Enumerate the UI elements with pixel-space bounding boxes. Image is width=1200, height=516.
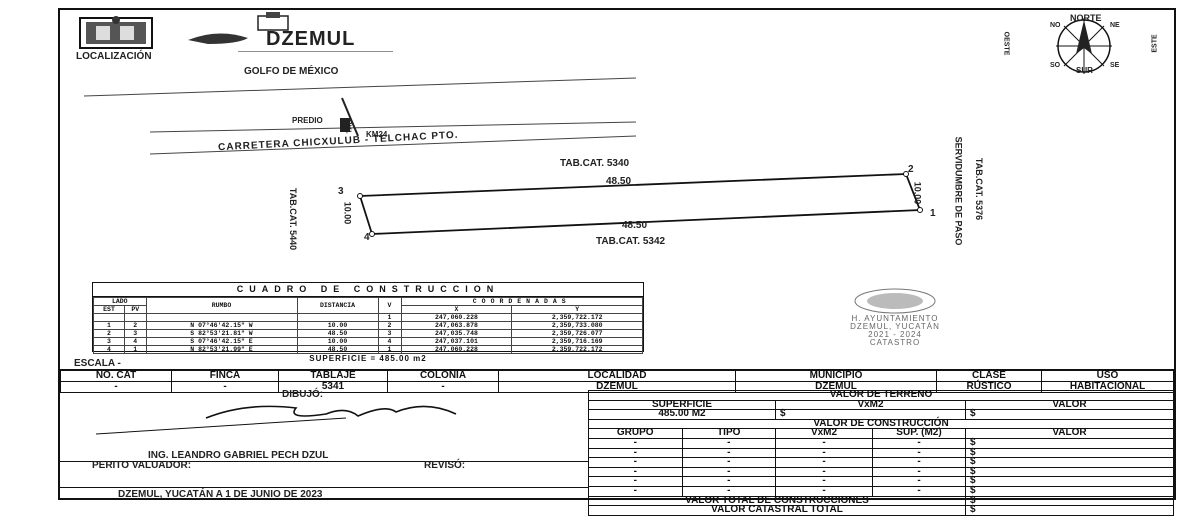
hdr-pv: PV — [124, 305, 147, 314]
north-neighbor: TAB.CAT. 5340 — [560, 158, 630, 169]
gulf-label: GOLFO DE MÉXICO — [244, 66, 339, 77]
signature-scribble — [96, 405, 457, 435]
info-strip: NO. CAT FINCA TABLAJE COLONIA LOCALIDAD … — [60, 370, 1174, 393]
west-neighbor: TAB.CAT. 5440 — [288, 187, 299, 251]
construction-table: CUADRO DE CONSTRUCCION LADO RUMBO DISTAN… — [92, 282, 644, 363]
table-row: 1 247,060.228 2,359,722.172 — [93, 313, 643, 322]
hdr-distancia: DISTANCIA — [296, 297, 379, 314]
vertex-1: 1 — [930, 208, 936, 219]
superficie-total: SUPERFICIE = 485.00 m2 — [309, 354, 427, 363]
bottom-length: 48.50 — [622, 220, 648, 231]
logo-text: DZEMUL — [266, 28, 356, 50]
table-row: ----$ — [588, 457, 1174, 468]
hdr-y: Y — [511, 305, 643, 314]
vertex-4: 4 — [364, 232, 370, 243]
table-row: ----$ — [588, 486, 1174, 497]
vertex-3: 3 — [338, 186, 344, 197]
seal-line4: CATASTRO — [869, 338, 921, 347]
dibujo-label: DIBUJÓ: — [282, 389, 324, 400]
table-row: ----$ — [588, 447, 1174, 459]
tab-label: TAB. — [346, 117, 354, 134]
compass-so: SO — [1050, 62, 1061, 69]
table-row: 1 2 N 07°46'42.15" W 10.00 2 247,063.878… — [93, 321, 643, 330]
municipal-coat-of-arms — [76, 14, 156, 50]
perito-label: PERITO VALUADOR: — [92, 460, 192, 471]
parcel-drawing — [357, 171, 923, 237]
divider — [60, 369, 1174, 370]
compass-se: SE — [1110, 62, 1120, 69]
table-row: 2 3 S 82°53'21.81" W 48.50 3 247,035.748… — [93, 329, 643, 338]
compass-east: ESTE — [1151, 34, 1159, 53]
construccion-title: VALOR DE CONSTRUCCIÓN — [588, 418, 1174, 430]
compass-no: NO — [1050, 22, 1061, 29]
south-neighbor: TAB.CAT. 5342 — [596, 236, 666, 247]
date-label: DZEMUL, YUCATÁN A 1 DE JUNIO DE 2023 — [118, 489, 323, 500]
table-row: ----$ — [588, 476, 1174, 487]
hdr-lado: LADO — [93, 297, 147, 306]
vertex-2: 2 — [908, 164, 914, 175]
catastro-seal: H. AYUNTAMIENTO DZEMUL, YUCATÁN 2021 - 2… — [820, 288, 970, 347]
hdr-x: X — [400, 305, 513, 314]
top-length: 48.50 — [606, 176, 632, 187]
hdr-v: V — [377, 297, 402, 314]
compass-rose: NORTE SUR OESTE ESTE NO NE SO SE — [1000, 10, 1170, 76]
table-row: ----$ — [588, 466, 1174, 478]
divider — [60, 461, 588, 462]
seal-line1: H. AYUNTAMIENTO — [851, 314, 939, 323]
valuation-table: VALOR DE TERRENO SUPERFICIE VxM2 VALOR 4… — [588, 390, 1174, 516]
east-neighbor: TAB.CAT. 5376 — [974, 157, 985, 221]
reviso-label: REVISÓ: — [424, 460, 466, 471]
predio-label: PREDIO — [292, 116, 323, 125]
construction-table-title: CUADRO DE CONSTRUCCION — [93, 283, 643, 297]
compass-south: SUR — [1076, 66, 1093, 75]
table-row: 3 4 S 07°46'42.15" E 10.00 4 247,037.101… — [93, 337, 643, 346]
escala-label: ESCALA - — [74, 358, 121, 369]
table-row: ----$ — [588, 438, 1174, 449]
compass-north: NORTE — [1070, 13, 1102, 23]
compass-ne: NE — [1110, 22, 1120, 29]
localizacion-label: LOCALIZACIÓN — [76, 51, 152, 62]
location-sketch — [83, 77, 637, 155]
hdr-rumbo: RUMBO — [145, 297, 298, 314]
valor-catastral-total: VALOR CATASTRAL TOTAL — [588, 505, 966, 516]
seal-line2: DZEMUL, YUCATÁN — [850, 322, 940, 331]
table-row: 4 1 N 82°53'21.99" E 48.50 1 247,060.228… — [93, 345, 643, 354]
hdr-est: EST — [93, 305, 125, 314]
east-servidumbre: SERVIDUMBRE DE PASO — [953, 136, 964, 246]
dzemul-logo: DZEMUL — [178, 12, 398, 53]
km-label: KM24 — [366, 130, 388, 139]
left-length: 10.00 — [342, 201, 353, 225]
seal-line3: 2021 - 2024 — [868, 330, 922, 339]
compass-west: OESTE — [1002, 31, 1010, 56]
right-length: 10.00 — [912, 181, 923, 205]
valuador-name: ING. LEANDRO GABRIEL PECH DZUL — [148, 450, 329, 461]
divider — [60, 487, 588, 488]
hdr-coordenadas: COORDENADAS — [400, 297, 643, 306]
